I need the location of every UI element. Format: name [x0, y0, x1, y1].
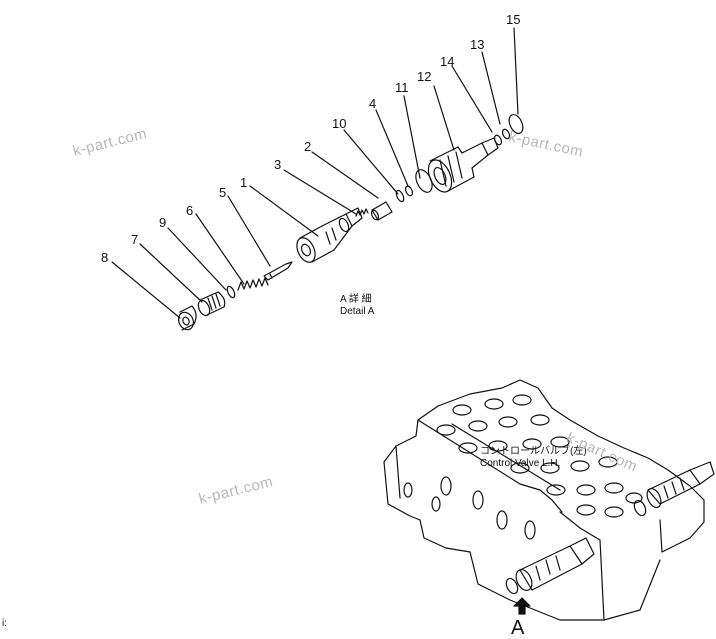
- part-3-pin: [355, 208, 369, 217]
- callout-4: 4: [369, 96, 377, 111]
- part-11-o-ring: [415, 169, 433, 193]
- callout-11: 11: [395, 80, 409, 95]
- callout-6: 6: [186, 203, 194, 218]
- callout-15: 15: [506, 12, 521, 27]
- valve-label: コントロールバルブ(左) Control Valve L.H.: [480, 446, 587, 469]
- detail-caption-en: Detail A: [340, 305, 375, 317]
- callout-14: 14: [440, 54, 455, 69]
- callout-8: 8: [101, 250, 109, 265]
- part-7-plug: [197, 291, 226, 317]
- valve-label-jp: コントロールバルブ(左): [480, 446, 587, 457]
- view-marker: A: [511, 617, 525, 639]
- corner-mark: i:: [2, 618, 7, 629]
- callout-1: 1: [240, 175, 248, 190]
- part-9-o-ring: [226, 285, 236, 299]
- callout-5: 5: [219, 185, 227, 200]
- callout-13: 13: [470, 37, 485, 52]
- part-8-nut: [178, 305, 197, 331]
- part-10-o-ring: [404, 185, 414, 197]
- part-5-poppet: [263, 261, 293, 281]
- part-6-spring: [237, 277, 269, 291]
- detail-caption-jp: A 詳 細: [340, 294, 372, 305]
- valve-label-en: Control Valve L.H.: [480, 457, 561, 469]
- callout-9: 9: [159, 215, 167, 230]
- part-13-ring: [501, 128, 511, 140]
- part-14-ring: [493, 134, 503, 146]
- callout-10: 10: [332, 116, 347, 131]
- part-12-cap: [427, 137, 499, 193]
- part-15-o-ring: [508, 113, 524, 135]
- control-valve-assembly: [383, 379, 715, 621]
- leader-lines: [111, 27, 519, 319]
- part-4-o-ring: [395, 189, 405, 203]
- callout-12: 12: [417, 69, 432, 84]
- part-1-valve-body: [296, 207, 363, 263]
- callout-7: 7: [131, 232, 139, 247]
- callout-2: 2: [304, 139, 312, 154]
- callout-3: 3: [274, 157, 282, 172]
- part-2-sleeve: [370, 201, 393, 221]
- view-arrow: [513, 597, 531, 615]
- detail-caption: A 詳 細 Detail A: [340, 294, 374, 317]
